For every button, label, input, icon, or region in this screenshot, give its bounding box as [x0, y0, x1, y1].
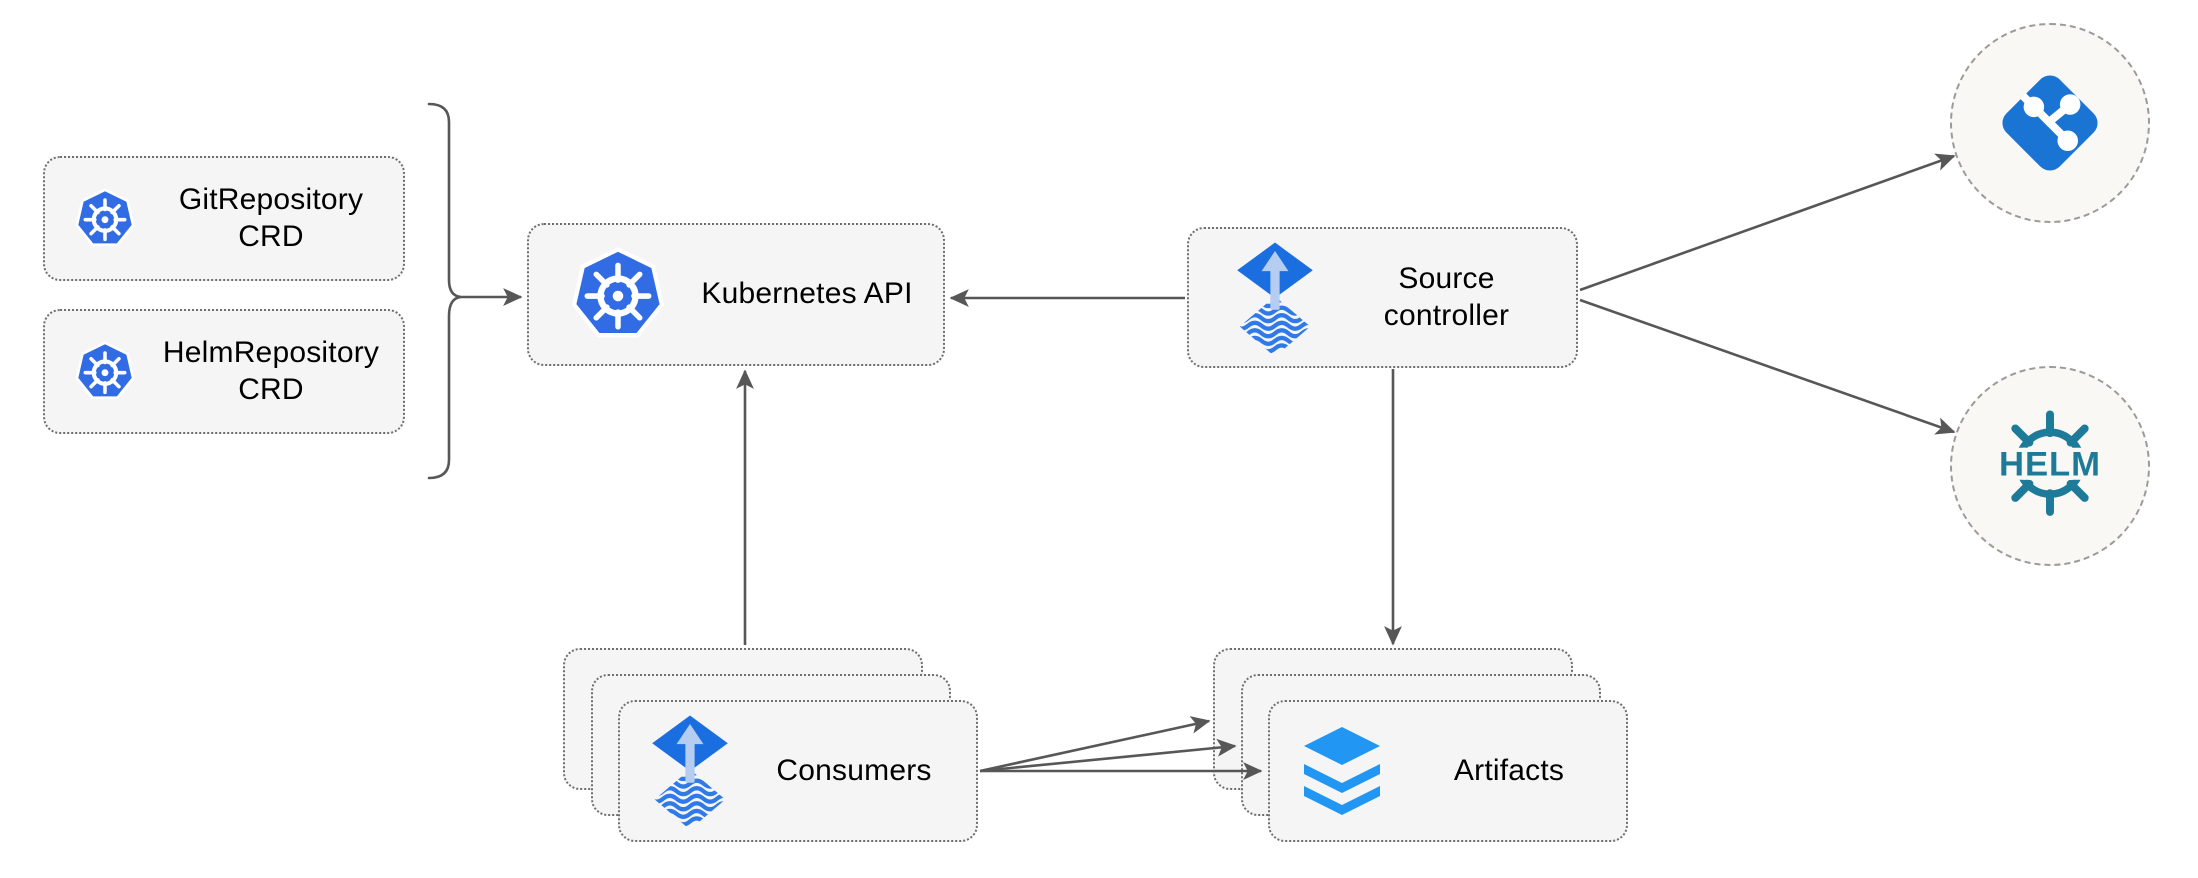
node-artifacts: Artifacts: [1268, 700, 1628, 842]
node-label: Source controller: [1383, 261, 1510, 332]
node-label: Artifacts: [1453, 753, 1565, 787]
kubernetes-icon: [71, 338, 139, 406]
git-icon: [1993, 66, 2107, 180]
node-helm-repository-crd: HelmRepository CRD: [43, 309, 405, 434]
node-label: Consumers: [776, 753, 932, 787]
kubernetes-icon: [565, 242, 671, 348]
layers-icon: [1292, 719, 1392, 824]
kubernetes-icon: [71, 185, 139, 253]
node-helm-repository: [1950, 366, 2150, 566]
node-label: Kubernetes API: [701, 277, 913, 311]
crd-group-bracket: [427, 102, 462, 480]
node-consumers: Consumers: [618, 700, 978, 842]
node-source-controller: Source controller: [1187, 227, 1578, 368]
flux-source-controller-icon: [648, 712, 732, 830]
node-label: GitRepository CRD: [178, 182, 364, 253]
node-git-repository-crd: GitRepository CRD: [43, 156, 405, 281]
edge-consumers-to-artifacts-back: [979, 716, 1211, 773]
node-label: HelmRepository CRD: [162, 335, 380, 406]
edge-consumers-to-artifacts-middle: [979, 738, 1237, 773]
flux-source-controller-icon: [1233, 239, 1317, 357]
edge-source-controller-to-git-repository: [1579, 153, 1956, 292]
edge-source-controller-to-helm-repository: [1579, 298, 1956, 435]
helm-icon: [1975, 405, 2125, 527]
node-kubernetes-api: Kubernetes API: [527, 223, 945, 366]
node-git-repository: [1950, 23, 2150, 223]
